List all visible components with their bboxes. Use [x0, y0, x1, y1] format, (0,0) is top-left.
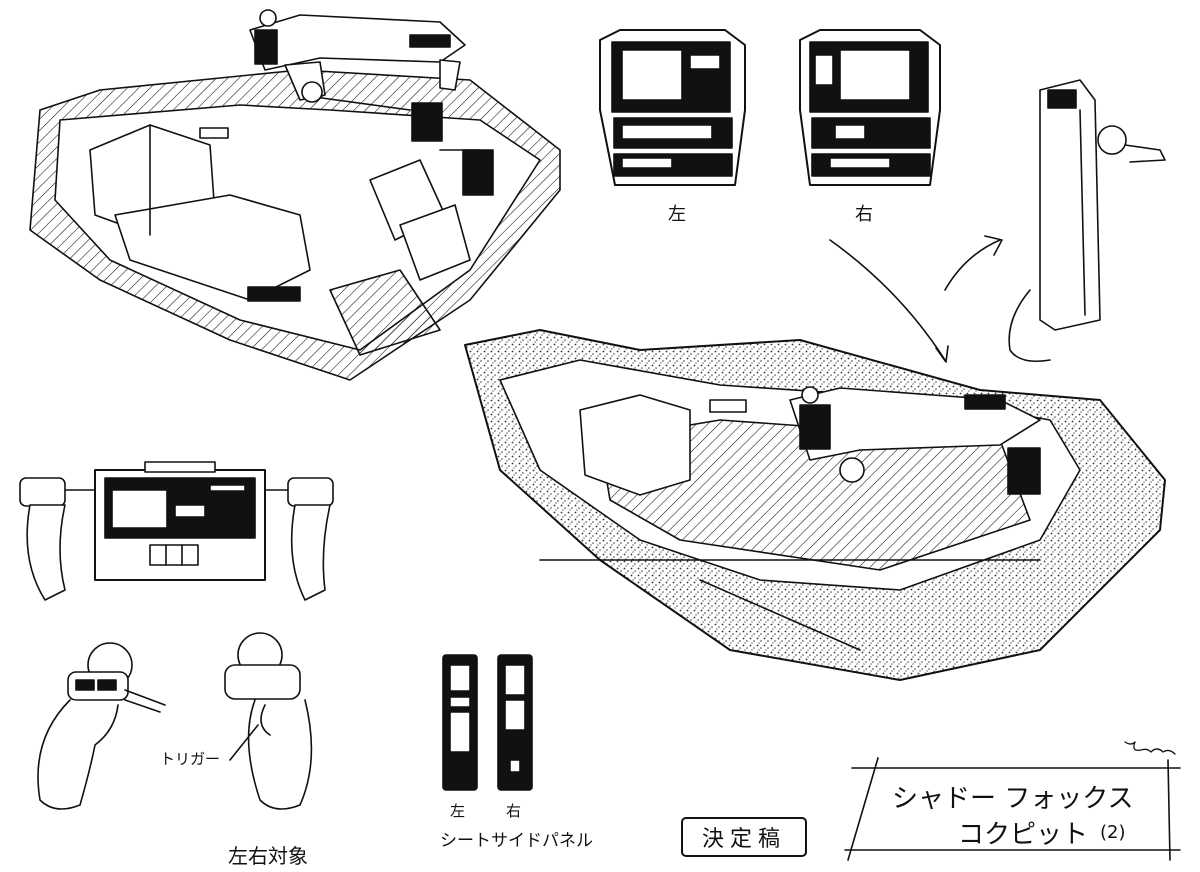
top-panel-left-label: 左: [668, 204, 686, 225]
title-block-frame: [844, 741, 1181, 861]
trigger-label: トリガー: [160, 750, 221, 768]
top-panel-left-view: [599, 29, 746, 186]
side-panel-caption: シートサイドパネル: [440, 831, 593, 851]
title-line-2: コクピット: [958, 820, 1089, 850]
folding-stick-drawing: [829, 79, 1166, 363]
seat-side-panels: [442, 654, 533, 791]
side-panel-left-label: 左: [450, 802, 466, 820]
title-number: (2): [1100, 822, 1126, 843]
top-panel-right-view: [799, 29, 941, 186]
grips-drawing: [37, 632, 313, 810]
title-line-1: シャドー フォックス: [892, 784, 1134, 814]
cockpit-top-left-drawing: [29, 9, 561, 381]
side-panel-right-label: 右: [506, 802, 522, 820]
top-panel-right-label: 右: [855, 204, 873, 225]
grips-caption: 左右対象: [228, 844, 308, 868]
rotation-arrow-icon: [944, 239, 1001, 291]
yoke-panel-drawing: [19, 461, 334, 601]
final-draft-stamp: 決定稿: [681, 817, 807, 857]
artist-signature: [1124, 741, 1176, 755]
cockpit-center-drawing: [464, 329, 1166, 681]
link-arrow-icon: [829, 239, 946, 361]
